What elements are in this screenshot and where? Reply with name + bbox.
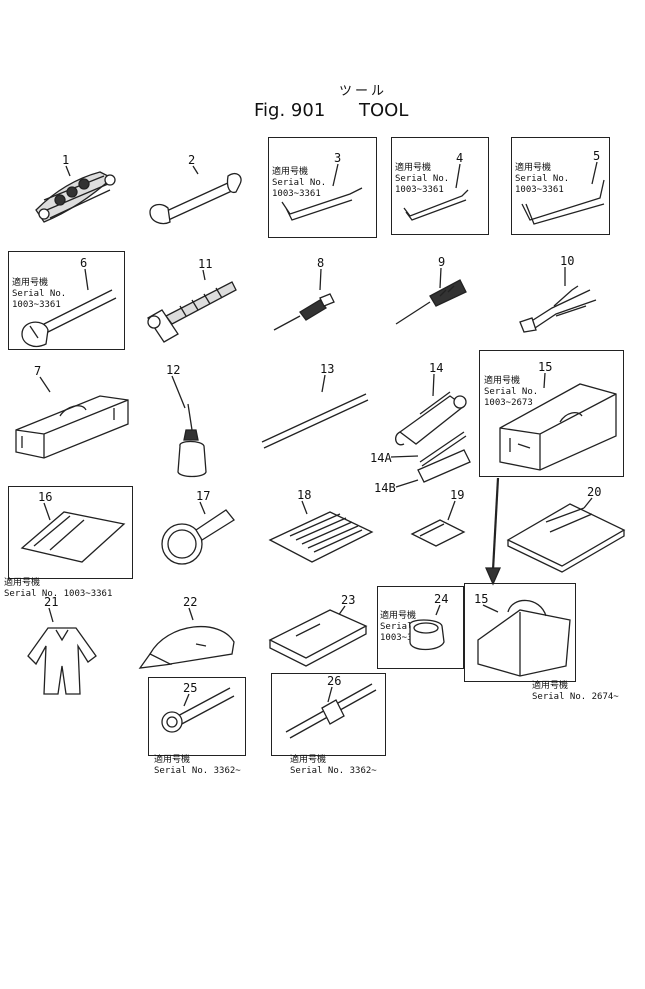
part-box-15b	[464, 583, 576, 682]
part-box-6	[8, 251, 125, 350]
part-number-9: 9	[438, 255, 446, 269]
spanner-icon	[149, 172, 242, 225]
part-number-5: 5	[593, 149, 601, 163]
figure-number: Fig. 901	[254, 100, 326, 121]
part-box-5	[511, 137, 610, 235]
part-number-3: 3	[334, 151, 342, 165]
glass-plate-icon	[20, 511, 126, 563]
hammer-icon	[147, 281, 237, 343]
accessory-box-icon	[268, 609, 368, 667]
ring-spanner-icon	[21, 289, 117, 348]
grease-tube-icon	[417, 449, 471, 483]
part-number-10: 10	[560, 254, 575, 268]
part-number-22: 22	[183, 595, 198, 609]
part-number-4: 4	[456, 151, 464, 165]
part-number-15: 15	[538, 360, 553, 374]
part-number-15b: 15	[474, 592, 489, 606]
screwdriver-large-icon	[395, 279, 467, 325]
part-number-17: 17	[196, 489, 211, 503]
hex-key-4-icon	[403, 189, 469, 221]
part-box-16	[8, 486, 133, 579]
part-number-7: 7	[34, 364, 42, 378]
part-number-14: 14	[429, 361, 444, 375]
part-number-1: 1	[62, 153, 70, 167]
grease-nozzle-icon	[419, 431, 467, 467]
part-box-4	[391, 137, 489, 235]
part-number-14B: 14B	[374, 481, 396, 495]
tool-box-icon	[15, 395, 129, 459]
figure-title: Fig. 901 TOOL	[254, 100, 408, 121]
oil-can-icon	[177, 403, 207, 478]
part-number-11: 11	[198, 257, 213, 271]
part-box-26	[271, 673, 386, 756]
figure-name: TOOL	[359, 100, 409, 121]
tool-case-icon	[499, 383, 617, 471]
label-card-icon	[410, 519, 466, 547]
cap-icon	[138, 625, 235, 669]
figure-title-japanese: ツール	[339, 84, 388, 99]
part-box-15	[479, 350, 624, 477]
part-number-20: 20	[587, 485, 602, 499]
part-number-21: 21	[44, 595, 59, 609]
t-wrench-icon	[285, 683, 377, 739]
manual-icon	[268, 511, 374, 563]
part-number-18: 18	[297, 488, 312, 502]
book-icon	[506, 503, 626, 573]
part-number-12: 12	[166, 363, 181, 377]
part-number-16: 16	[38, 490, 53, 504]
filter-wrench-icon	[161, 509, 235, 565]
part-number-25: 25	[183, 681, 198, 695]
part-number-13: 13	[320, 362, 335, 376]
socket-icon	[409, 619, 445, 651]
part-box-3	[268, 137, 377, 238]
part-number-24: 24	[434, 592, 449, 606]
part-number-23: 23	[341, 593, 356, 607]
part-number-14A: 14A	[370, 451, 392, 465]
part-number-2: 2	[188, 153, 196, 167]
hex-key-3-icon	[281, 187, 363, 221]
part-number-8: 8	[317, 256, 325, 270]
part-number-26: 26	[327, 674, 342, 688]
coverall-icon	[27, 627, 97, 695]
rod-icon	[261, 393, 369, 449]
part-number-19: 19	[450, 488, 465, 502]
part-number-6: 6	[80, 256, 88, 270]
part-box-25	[148, 677, 246, 756]
wrench-set-icon	[35, 171, 116, 223]
leader-lines	[39, 161, 598, 707]
hex-key-5-icon	[521, 179, 605, 225]
screwdriver-small-icon	[273, 293, 335, 331]
box-spanner-icon	[161, 687, 235, 733]
grease-gun-icon	[394, 391, 467, 446]
tool-bag-icon	[477, 599, 571, 677]
part-box-24	[377, 586, 464, 669]
pliers-icon	[519, 285, 597, 333]
